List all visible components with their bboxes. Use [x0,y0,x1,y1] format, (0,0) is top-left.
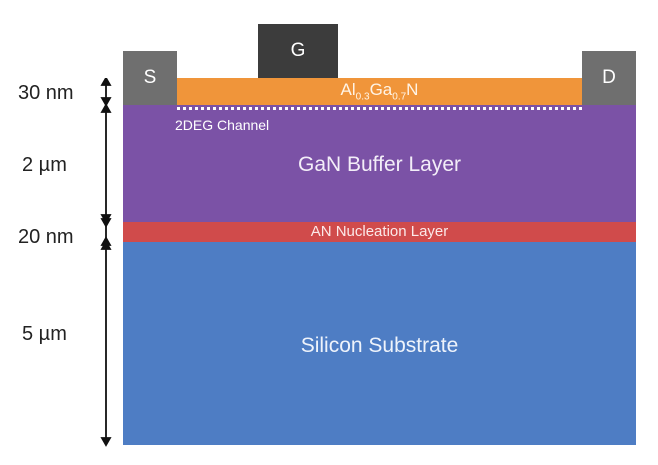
substrate-label: Silicon Substrate [300,334,459,357]
buffer-label: GaN Buffer Layer [297,153,462,176]
gate-label: G [290,40,306,61]
channel-label: 2DEG Channel [175,117,270,133]
nucleation-layer: AN Nucleation Layer [123,222,636,242]
substrate-thickness-label: 5 µm [22,323,67,345]
barrier-label: Al0.3Ga0.7N [340,80,419,103]
channel-dotted-line [177,107,582,110]
drain-label: D [602,67,616,88]
source-electrode: S [123,51,177,105]
drain-electrode: D [582,51,636,105]
dimension-arrows [100,78,112,447]
gate-electrode: G [258,24,338,78]
barrier-layer: Al0.3Ga0.7N [177,78,582,105]
source-label: S [143,67,157,88]
barrier-thickness-arrow [100,78,112,107]
buffer-thickness-label: 2 µm [22,154,67,176]
nucleation-label: AN Nucleation Layer [310,223,449,240]
buffer-layer: 2DEG Channel GaN Buffer Layer [123,105,636,222]
substrate-layer: Silicon Substrate [123,242,636,445]
buffer-thickness-arrow [100,103,112,224]
barrier-thickness-label: 30 nm [18,82,74,104]
substrate-thickness-arrow [100,240,112,447]
nucleation-thickness-label: 20 nm [18,226,74,248]
